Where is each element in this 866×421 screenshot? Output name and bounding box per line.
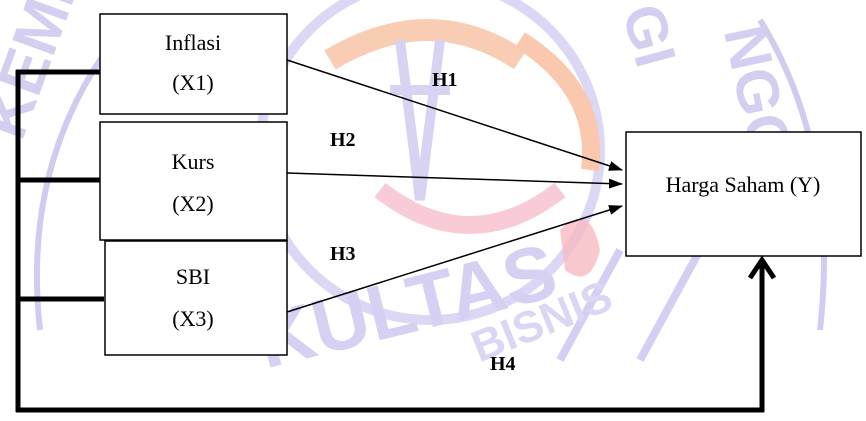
box-inflasi-frame [99, 13, 288, 115]
label-h1: H1 [432, 69, 458, 91]
box-inflasi: Inflasi (X1) [99, 13, 288, 115]
box-inflasi-code: (X1) [172, 70, 214, 95]
box-harga-saham-frame [625, 131, 862, 257]
watermark-emblem-pink-arc [374, 182, 566, 234]
arrow-h2 [286, 172, 623, 189]
watermark-emblem-orange-arc-2 [515, 32, 601, 172]
arrows [286, 59, 777, 412]
box-sbi-frame [104, 240, 288, 356]
label-h4: H4 [490, 353, 516, 375]
watermark-text-center: GI [610, 0, 689, 74]
label-h2: H2 [330, 129, 356, 151]
arrow-h1 [286, 59, 623, 171]
box-kurs-code: (X2) [172, 191, 214, 216]
box-kurs-name: Kurs [172, 149, 215, 174]
label-h3: H3 [330, 243, 356, 265]
box-sbi: SBI (X3) [104, 240, 288, 356]
watermark-emblem-orange-arc [324, 19, 527, 70]
watermark-swoosh-slash-2 [636, 248, 704, 362]
box-harga-saham-label: Harga Saham (Y) [666, 172, 821, 197]
arrow-h4-head [747, 255, 777, 280]
watermark-emblem-flame [560, 218, 600, 277]
box-kurs: Kurs (X2) [99, 121, 288, 241]
arrow-h3 [286, 205, 623, 313]
box-harga-saham: Harga Saham (Y) [625, 131, 862, 257]
hypothesis-labels: H1 H2 H3 H4 [330, 69, 516, 375]
watermark-emblem-tree [390, 39, 450, 201]
box-sbi-code: (X3) [172, 306, 214, 331]
box-inflasi-name: Inflasi [165, 30, 221, 55]
box-sbi-name: SBI [176, 264, 210, 289]
watermark-swoosh-slash-1 [556, 248, 624, 362]
box-kurs-frame [99, 121, 288, 241]
left-bracket [15, 69, 764, 413]
